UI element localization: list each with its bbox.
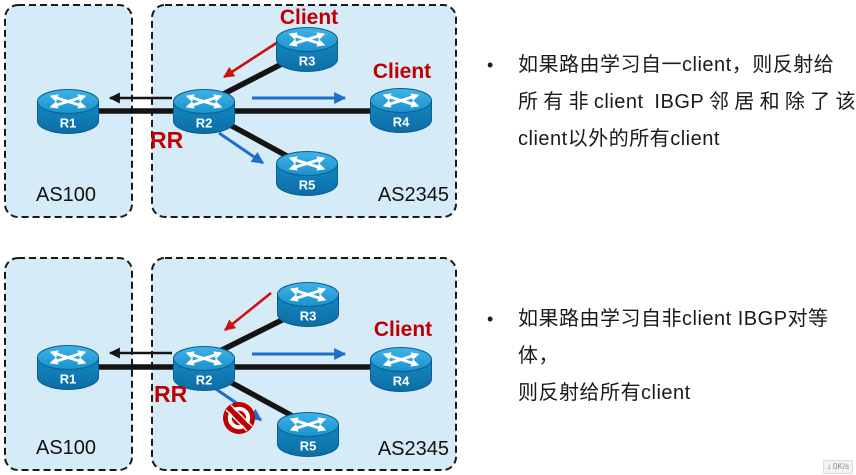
- router-label: R3: [300, 309, 317, 324]
- learn-arrow-r3-to-r2: [223, 40, 279, 79]
- router-r5: R5: [278, 413, 339, 457]
- router-label: R5: [300, 439, 317, 454]
- router-label: R1: [60, 372, 77, 387]
- client-label-r4: Client: [373, 60, 431, 83]
- top-diagram: R1 R2 R3 R4 R5 Client Client RR AS100: [4, 4, 457, 218]
- router-r1: R1: [38, 90, 99, 134]
- bgp-route-reflector-diagrams: R1 R2 R3 R4 R5 Client Client RR AS100: [4, 4, 457, 471]
- router-label: R2: [196, 116, 213, 131]
- note-line: 所有非client IBGP邻居和除了该: [518, 91, 856, 113]
- note-second-rule: • 如果路由学习自非client IBGP对等体， 则反射给所有client: [487, 301, 856, 412]
- note-line: 则反射给所有client: [518, 382, 691, 404]
- prohibited-icon: [223, 402, 255, 434]
- bullet-icon: •: [487, 55, 494, 75]
- note-line: 如果路由学习自非client IBGP对等体，: [518, 308, 829, 367]
- router-label: R4: [393, 115, 410, 130]
- router-r2: R2: [174, 90, 235, 134]
- note-line: client以外的所有client: [518, 128, 720, 150]
- rr-label: RR: [150, 127, 184, 153]
- bullet-icon: •: [487, 309, 494, 329]
- learn-arrow-r3-to-r2: [224, 291, 272, 332]
- router-label: R5: [299, 178, 316, 193]
- bottom-diagram: R1 R2 R3 R4 R5 Client RR AS100 AS234: [4, 257, 457, 471]
- note-line: 如果路由学习自一client，则反射给: [518, 54, 835, 76]
- as2345-label: AS2345: [378, 438, 449, 460]
- reflect-arrow-r2-to-r5: [218, 131, 264, 165]
- download-speed: 0K/s: [832, 462, 849, 471]
- router-label: R4: [393, 374, 410, 389]
- client-label-r3: Client: [280, 6, 338, 29]
- rr-label: RR: [154, 381, 188, 407]
- router-label: R2: [196, 373, 213, 388]
- as2345-label: AS2345: [378, 184, 449, 206]
- router-r1: R1: [38, 346, 99, 390]
- router-r4: R4: [371, 348, 432, 392]
- as100-label: AS100: [36, 437, 96, 459]
- router-r4: R4: [371, 89, 432, 133]
- router-label: R1: [60, 116, 77, 131]
- router-r5: R5: [277, 152, 338, 196]
- note-first-rule: • 如果路由学习自一client，则反射给 所有非client IBGP邻居和除…: [487, 47, 856, 158]
- download-arrow-icon: ↓: [826, 462, 831, 471]
- router-r3: R3: [278, 283, 339, 327]
- router-r3: R3: [277, 28, 338, 72]
- as100-label: AS100: [36, 184, 96, 206]
- router-label: R3: [299, 54, 316, 69]
- network-speed-badge: ↓ 0K/s: [822, 460, 853, 474]
- client-label-r4: Client: [374, 318, 432, 341]
- router-r2: R2: [174, 347, 235, 391]
